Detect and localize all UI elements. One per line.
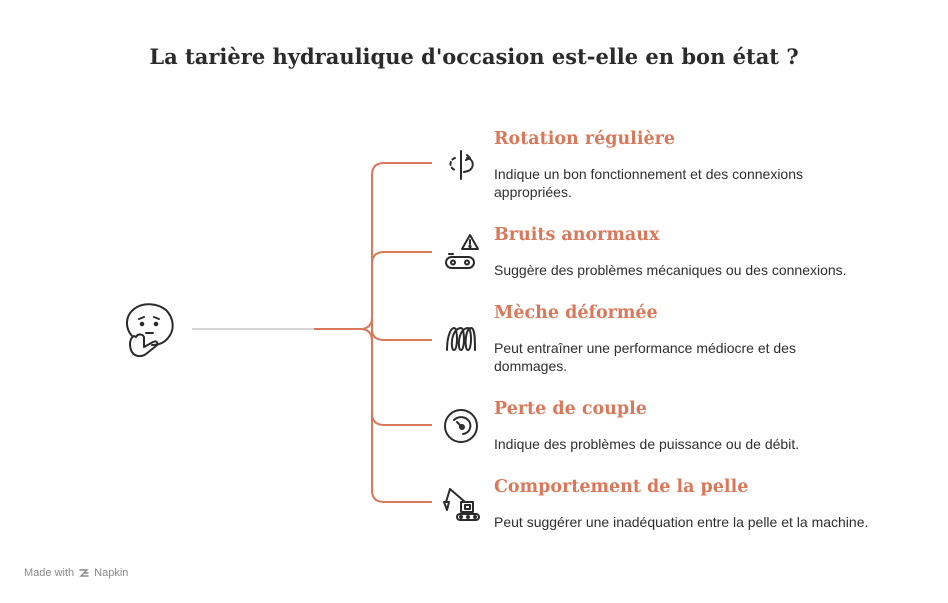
item-title-noises: Bruits anormaux: [494, 225, 660, 245]
warning-noise-icon: [445, 234, 479, 269]
coil-spring-icon: [446, 327, 476, 351]
page-title: La tarière hydraulique d'occasion est-el…: [149, 44, 799, 69]
branch-mid-3: [371, 328, 432, 341]
item-title-bit: Mèche déformée: [494, 303, 658, 323]
footer: Made with Napkin: [24, 567, 128, 579]
gauge-icon: [444, 409, 478, 443]
excavator-icon: [443, 488, 480, 521]
footer-made-with: Made with: [24, 567, 75, 579]
item-title-torque: Perte de couple: [494, 399, 647, 419]
branch-2: [359, 328, 373, 342]
item-desc-rotation: Indique un bon fonctionnement et des con…: [494, 166, 804, 200]
branch-1: [359, 316, 373, 330]
branch-mid-4: [371, 412, 432, 426]
item-desc-excavator: Peut suggérer une inadéquation entre la …: [494, 514, 869, 530]
item-desc-bit: Peut entraîner une performance médiocre …: [494, 340, 796, 374]
footer-brand[interactable]: Napkin: [94, 567, 129, 579]
item-title-excavator: Comportement de la pelle: [494, 477, 749, 497]
branch-mid-2: [371, 251, 432, 265]
item-desc-torque: Indique des problèmes de puissance ou de…: [494, 436, 800, 452]
rotation-icon: [449, 150, 474, 180]
napkin-logo-icon: [79, 569, 89, 577]
item-title-rotation: Rotation régulière: [494, 129, 675, 149]
thinking-face-icon: [126, 303, 174, 358]
branch-spine: [371, 162, 432, 503]
item-desc-noises: Suggère des problèmes mécaniques ou des …: [494, 262, 847, 278]
